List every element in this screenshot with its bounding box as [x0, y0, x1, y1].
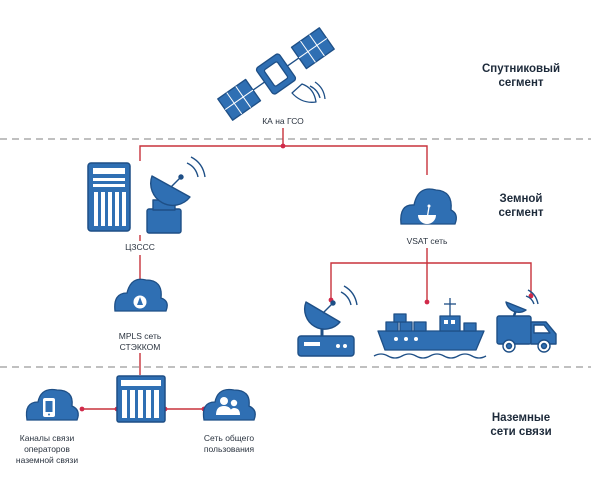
node-label-public: Сеть общего пользования [203, 433, 255, 454]
node-label-satellite: КА на ГСО [262, 116, 304, 126]
segment-label-ground: Земной сегмент [498, 193, 544, 219]
dish-antenna-icon [146, 156, 206, 234]
vsat-terminal-icon [297, 285, 358, 357]
node-label-mpls: MPLS сеть СТЭККОМ [118, 331, 162, 352]
node-label-control-center: ЦЗССС [125, 242, 155, 252]
mobile-cloud-icon [25, 388, 79, 421]
users-cloud-icon [202, 388, 256, 421]
vsat-cloud-icon [400, 188, 457, 225]
connection-dots [79, 143, 534, 412]
server-rack-icon [87, 162, 131, 232]
satellite-truck-icon [496, 289, 557, 353]
segment-label-satellite: Спутниковый сегмент [481, 63, 561, 89]
segment-label-terrestrial: Наземные сети связи [490, 412, 552, 438]
mpls-cloud-icon [114, 278, 168, 312]
satellite-icon [217, 27, 335, 121]
node-label-vsat: VSAT сеть [406, 236, 448, 246]
cargo-ship-icon [373, 298, 487, 359]
equipment-rack-icon [116, 375, 166, 423]
node-label-operators: Каналы связи операторов наземной связи [15, 433, 79, 465]
